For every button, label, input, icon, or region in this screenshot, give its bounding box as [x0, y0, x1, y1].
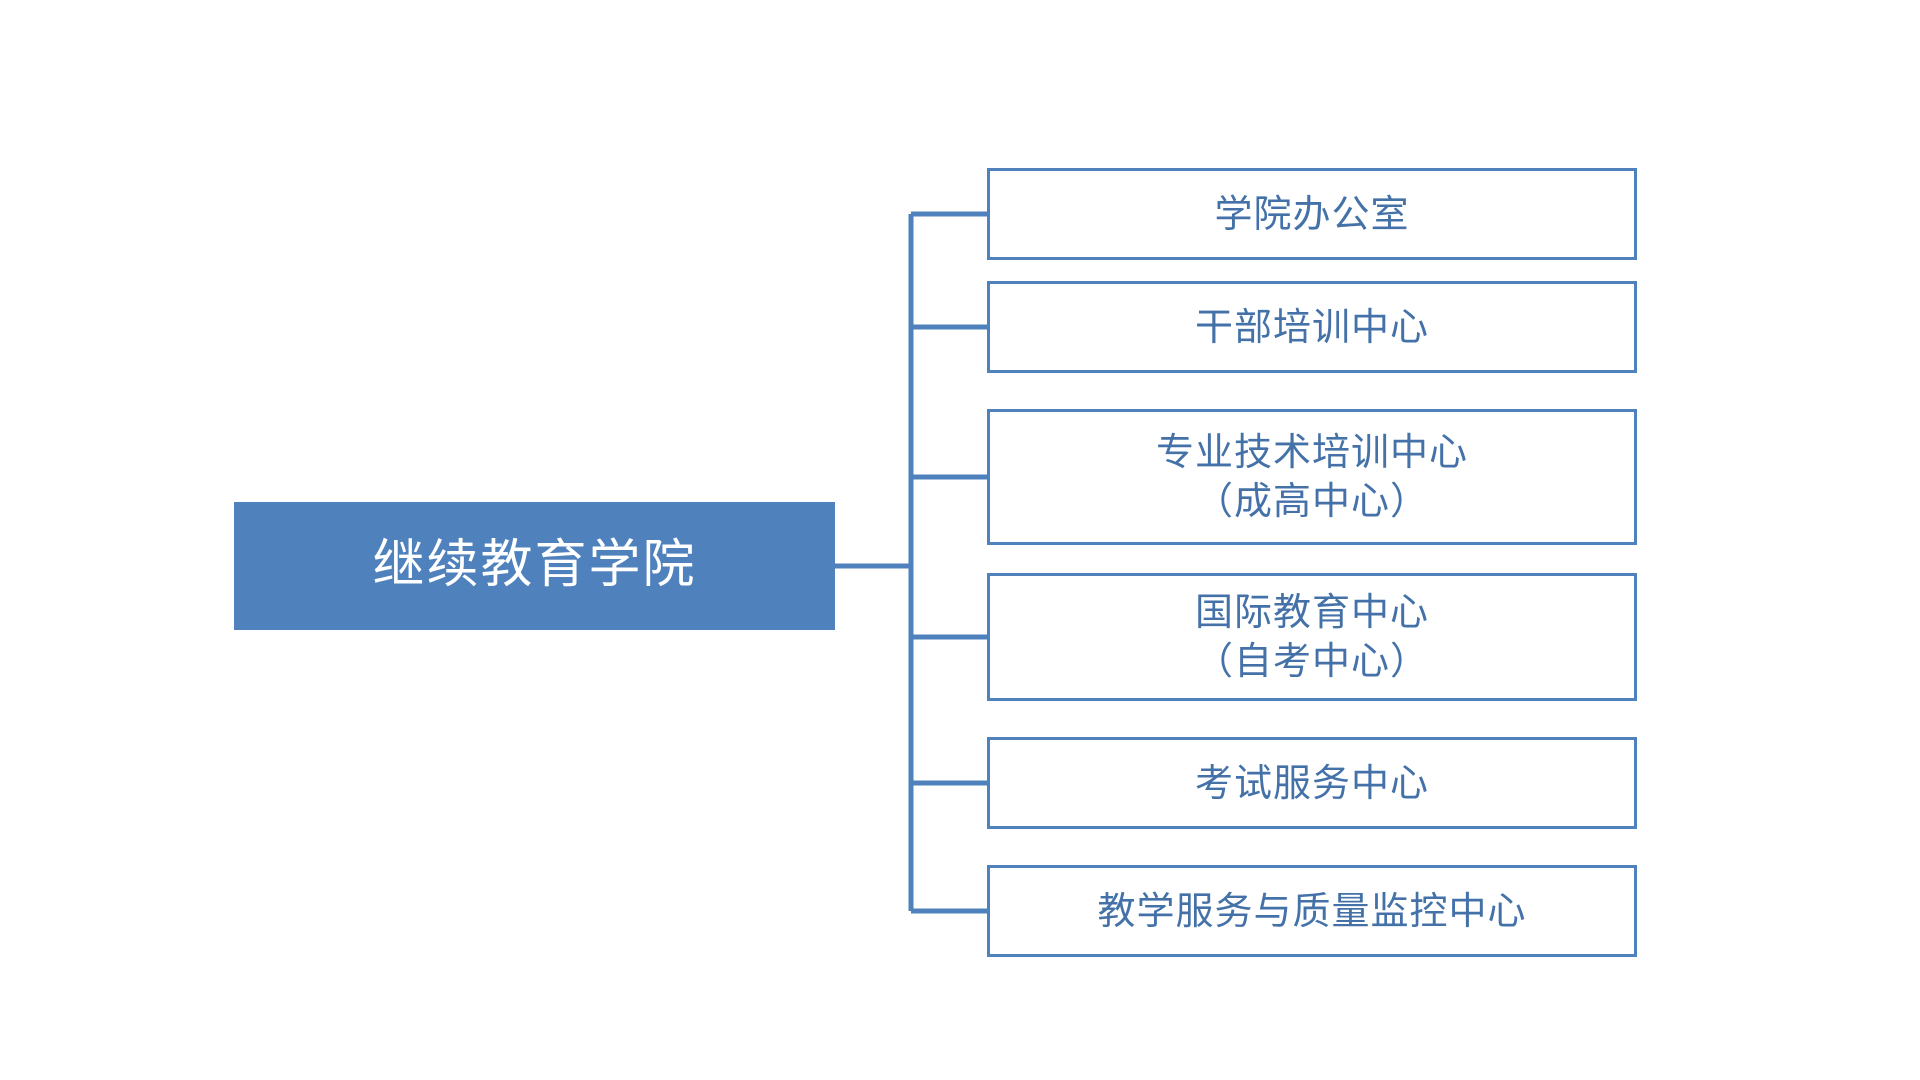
node-child-4[interactable]: 国际教育中心 （自考中心）	[987, 573, 1637, 701]
node-child-1[interactable]: 学院办公室	[987, 168, 1637, 260]
node-child-3-label: 专业技术培训中心 （成高中心）	[1155, 430, 1468, 523]
node-child-6[interactable]: 教学服务与质量监控中心	[987, 865, 1637, 957]
node-child-6-label: 教学服务与质量监控中心	[1097, 888, 1527, 933]
node-child-5-label: 考试服务中心	[1194, 760, 1429, 805]
node-child-3[interactable]: 专业技术培训中心 （成高中心）	[987, 409, 1637, 545]
node-root-label: 继续教育学院	[372, 535, 697, 596]
node-child-4-label: 国际教育中心 （自考中心）	[1194, 590, 1429, 683]
node-child-1-label: 学院办公室	[1214, 191, 1410, 236]
node-child-2[interactable]: 干部培训中心	[987, 281, 1637, 373]
node-child-2-label: 干部培训中心	[1194, 304, 1429, 349]
node-child-5[interactable]: 考试服务中心	[987, 737, 1637, 829]
node-root[interactable]: 继续教育学院	[234, 502, 835, 630]
